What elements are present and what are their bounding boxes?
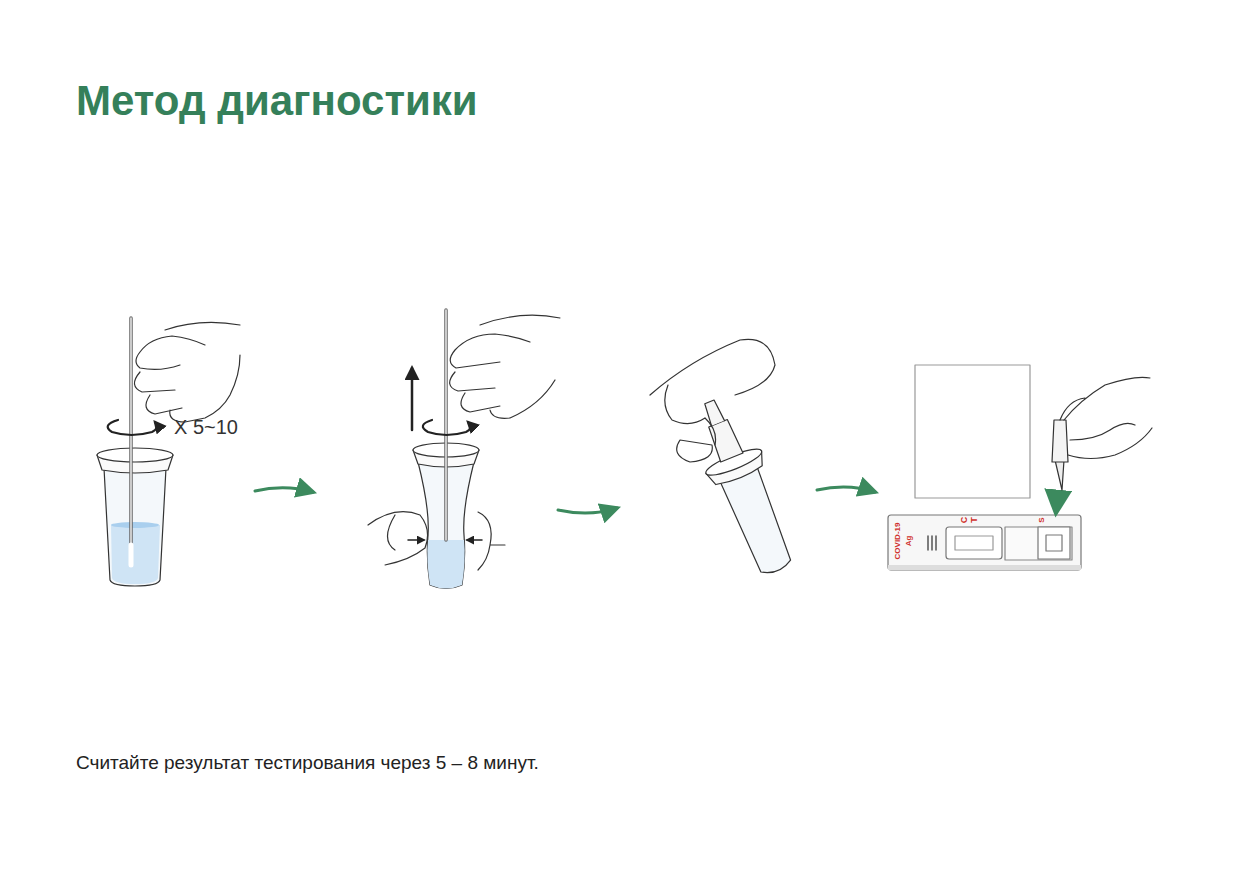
swab-in-tube bbox=[97, 318, 240, 586]
step-arrow bbox=[817, 487, 875, 492]
test-cassette bbox=[888, 365, 1152, 570]
squeeze-tube bbox=[368, 310, 560, 589]
page-title: Метод диагностики bbox=[76, 78, 478, 124]
control-line-mark: C bbox=[960, 517, 970, 524]
sample-well-mark: S bbox=[1038, 517, 1047, 522]
cassette-name: Ag bbox=[905, 536, 914, 547]
test-line-mark: T bbox=[970, 517, 980, 523]
step-arrow bbox=[255, 488, 313, 492]
capped-tube bbox=[682, 391, 806, 582]
cassette-name: COVID-19 bbox=[894, 523, 903, 560]
caption: Считайте результат тестирования через 5 … bbox=[76, 753, 539, 774]
repeat-count: X 5~10 bbox=[174, 416, 238, 438]
step-arrow bbox=[558, 508, 617, 513]
